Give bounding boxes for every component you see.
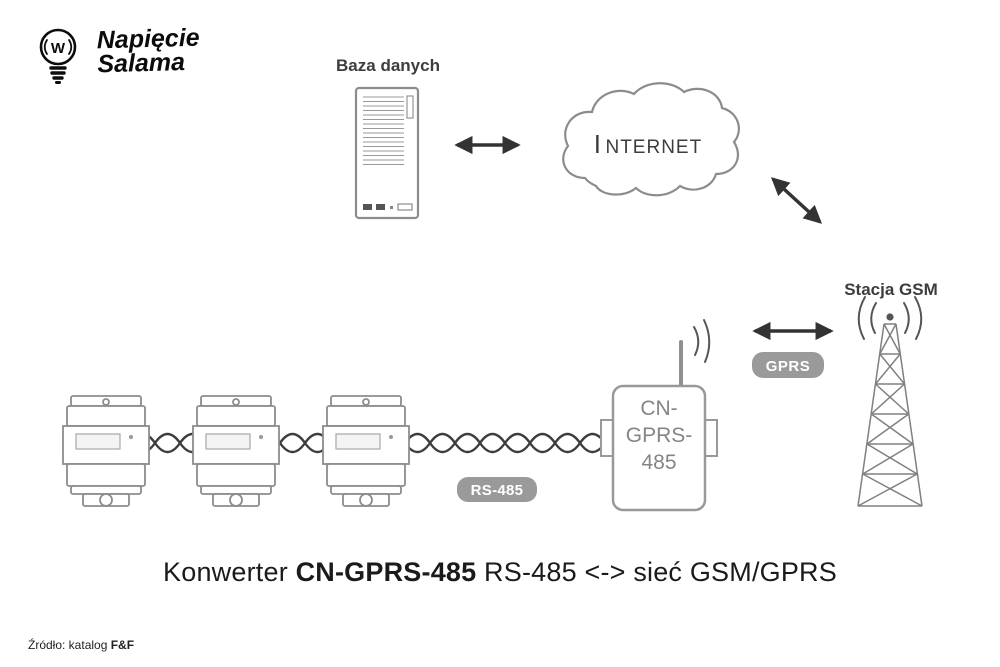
- caption-device-name: CN-GPRS-485: [295, 557, 477, 587]
- gsm-radio-waves-icon: [857, 296, 923, 340]
- source-prefix: Źródło: katalog: [28, 638, 111, 652]
- rs485-badge: RS-485: [457, 477, 537, 502]
- energy-meter-1: [62, 395, 150, 507]
- converter-label-line3: 485: [641, 451, 676, 474]
- source-brand: F&F: [110, 638, 135, 652]
- gprs-badge: GPRS: [752, 352, 824, 378]
- logo: W Napięcie Salama: [26, 20, 200, 88]
- caption: Konwerter CN-GPRS-485 RS-485 <-> sieć GS…: [0, 557, 1000, 588]
- caption-prefix: Konwerter: [163, 557, 296, 587]
- caption-suffix: RS-485 <-> sieć GSM/GPRS: [476, 557, 837, 587]
- internet-label: I NTERNET: [594, 129, 702, 159]
- gprs-badge-label: GPRS: [766, 358, 811, 375]
- energy-meter-2: [192, 395, 280, 507]
- energy-meter-3: [322, 395, 410, 507]
- gsm-label: Stacja GSM: [844, 280, 938, 299]
- source-note: Źródło: katalog F&F: [28, 638, 134, 652]
- converter-label-line1: CN-: [640, 397, 677, 420]
- logo-bulb-letter: W: [51, 40, 66, 57]
- converter-radio-waves-icon: [693, 319, 711, 363]
- internet-cloud: I NTERNET: [562, 82, 740, 197]
- database-label: Baza danych: [336, 56, 440, 75]
- rs485-badge-label: RS-485: [471, 482, 524, 499]
- logo-bulb-icon: W: [39, 28, 77, 84]
- converter-label-line2: GPRS-: [626, 424, 693, 447]
- gsm-tower-icon: [857, 296, 923, 507]
- internet-label-rest: NTERNET: [605, 137, 702, 158]
- arrow-internet-gsm: [770, 177, 823, 224]
- converter-device: CN- GPRS- 485: [600, 319, 718, 512]
- internet-label-initial: I: [594, 129, 601, 159]
- database-server-icon: [354, 86, 420, 220]
